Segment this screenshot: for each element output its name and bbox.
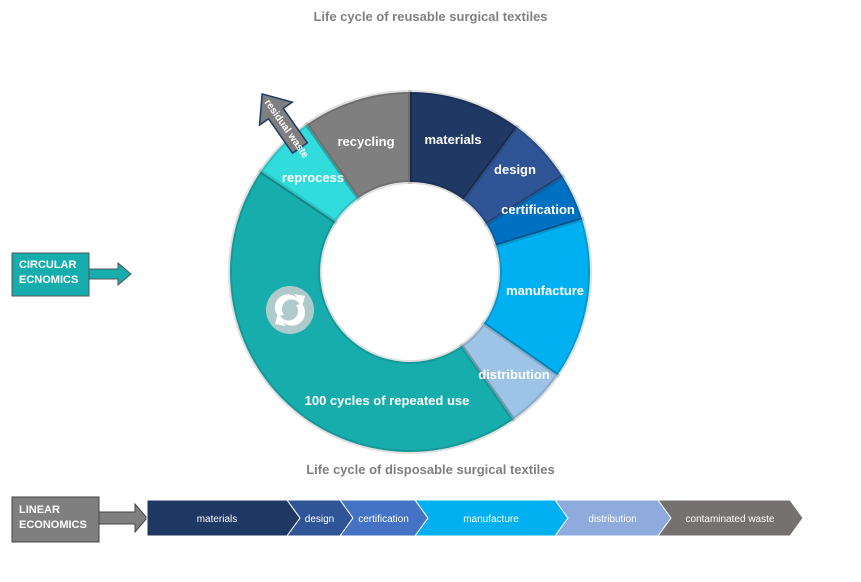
linear-step-label: distribution [588, 514, 636, 525]
donut-label: certification [501, 202, 575, 217]
donut-label: design [494, 162, 536, 177]
linear-label-line2: ECONOMICS [19, 519, 87, 531]
donut-segment-100-cycles-of-repeated-use [228, 168, 517, 454]
linear-label-line1: LINEAR [19, 504, 60, 516]
linear-economics-arrow [11, 496, 148, 543]
donut-label: materials [424, 132, 481, 147]
circular-economics-label: CIRCULAR ECNOMICS [13, 254, 89, 292]
linear-step-label: manufacture [463, 514, 519, 525]
donut-label: reprocess [282, 170, 344, 185]
linear-step-label: design [305, 514, 334, 525]
donut-label: distribution [478, 367, 550, 382]
circular-title: Life cycle of reusable surgical textiles [313, 9, 548, 24]
donut-segment-manufacture [480, 216, 592, 379]
linear-step-contaminated-waste [657, 499, 804, 537]
donut-segment-reprocess [257, 121, 362, 225]
linear-economics-label: LINEAR ECONOMICS [13, 499, 99, 537]
linear-title: Life cycle of disposable surgical textil… [306, 462, 555, 477]
donut-segment-recycling [303, 89, 412, 202]
circular-label-line2: ECNOMICS [19, 274, 79, 286]
linear-step-label: contaminated waste [686, 514, 775, 525]
linear-step-label: certification [358, 514, 409, 525]
donut-label: 100 cycles of repeated use [305, 393, 470, 408]
donut-segment-distribution [458, 320, 561, 423]
recycle-icon [266, 286, 314, 334]
circular-economics-arrow [11, 252, 132, 297]
donut-label: manufacture [506, 283, 584, 298]
linear-step-label: materials [197, 514, 238, 525]
circular-label-line1: CIRCULAR [19, 259, 77, 271]
donut-label: recycling [337, 134, 394, 149]
donut-segment-materials [408, 89, 520, 203]
